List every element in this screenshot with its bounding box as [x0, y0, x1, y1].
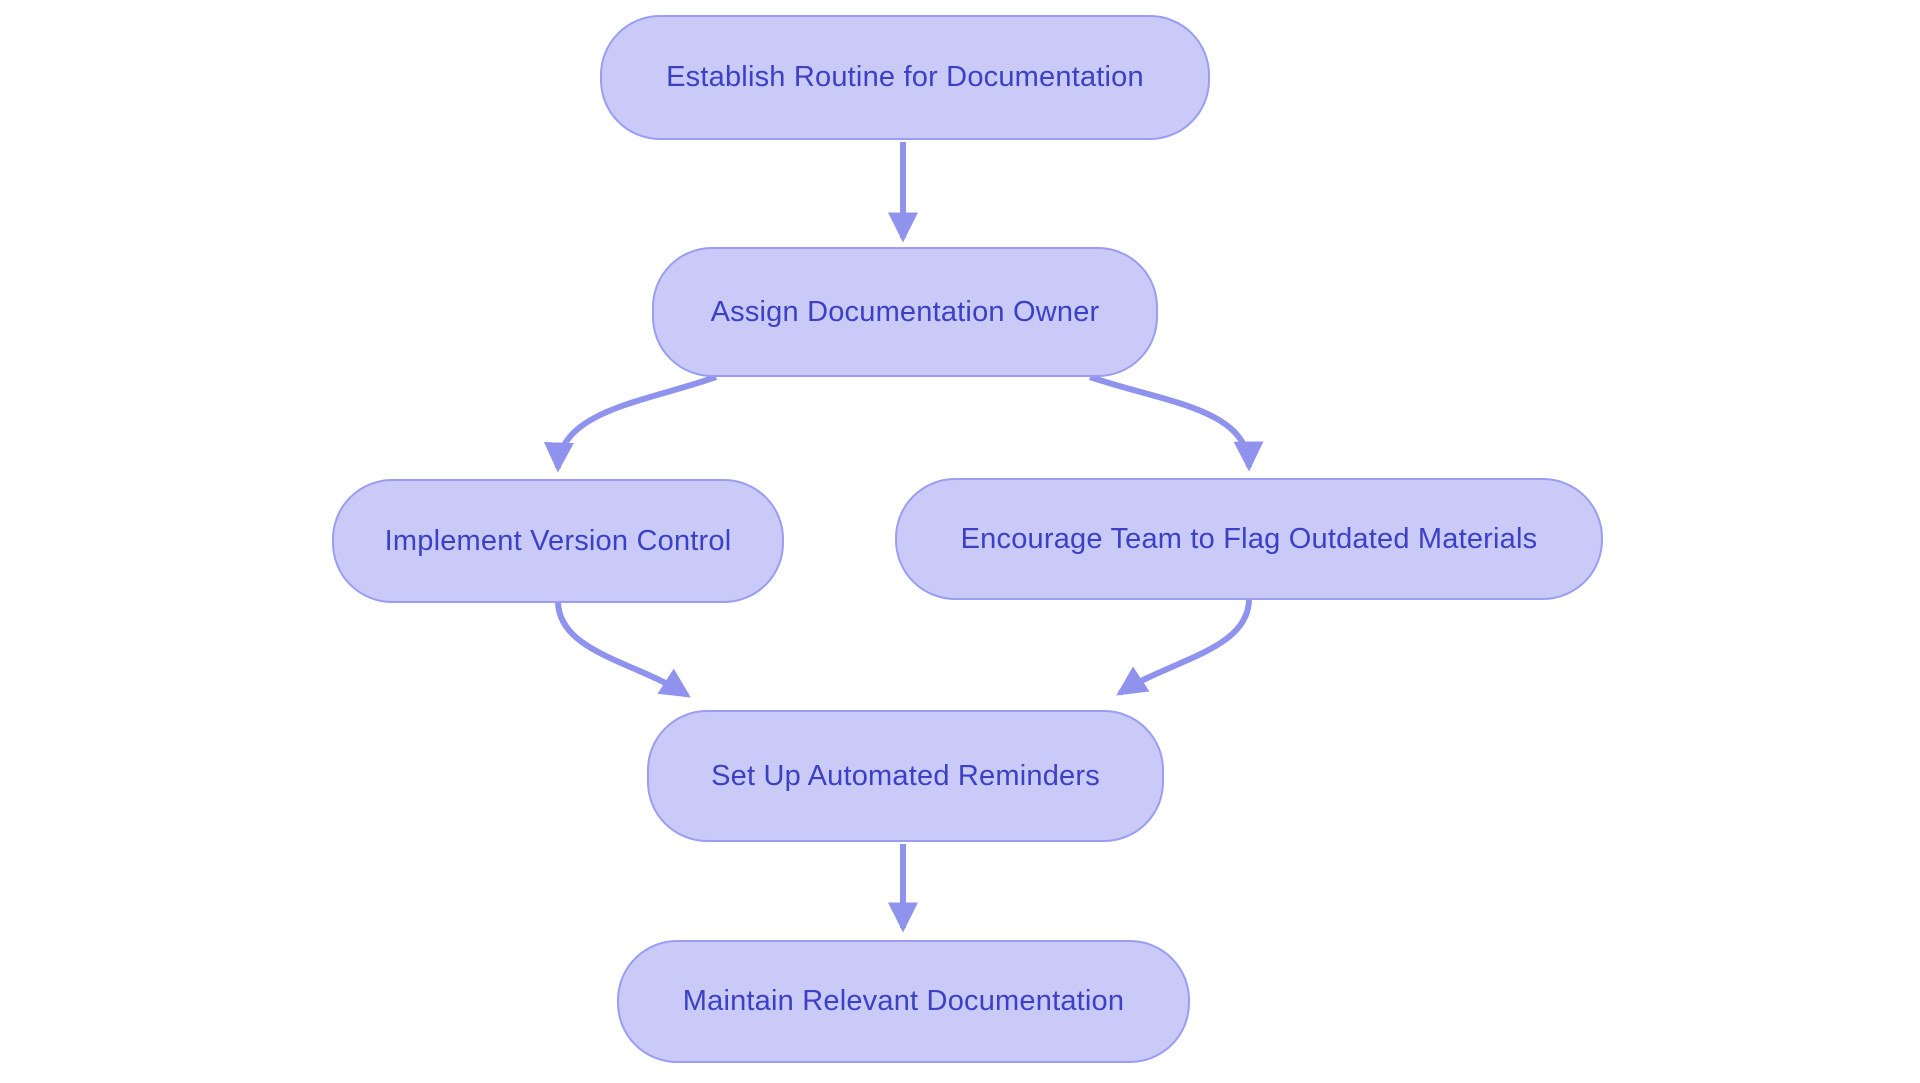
node-maintain-docs-label: Maintain Relevant Documentation: [682, 985, 1125, 1017]
edge-version-control-to-automated-reminders: [555, 600, 691, 698]
node-flag-outdated: Encourage Team to Flag Outdated Material…: [895, 478, 1603, 600]
node-assign-owner-label: Assign Documentation Owner: [710, 295, 1100, 328]
edge-assign-owner-to-version-control: [543, 374, 717, 473]
node-automated-reminders-label: Set Up Automated Reminders: [711, 759, 1100, 792]
node-establish-routine-label: Establish Routine for Documentation: [666, 61, 1144, 93]
node-assign-owner: Assign Documentation Owner: [652, 247, 1158, 377]
node-version-control-label: Implement Version Control: [384, 524, 732, 557]
node-automated-reminders: Set Up Automated Reminders: [647, 710, 1164, 842]
node-flag-outdated-label: Encourage Team to Flag Outdated Material…: [960, 522, 1538, 555]
edge-assign-owner-to-flag-outdated: [1089, 374, 1264, 472]
node-establish-routine: Establish Routine for Documentation: [600, 15, 1210, 140]
edge-flag-outdated-to-automated-reminders: [1116, 598, 1252, 696]
node-maintain-docs: Maintain Relevant Documentation: [617, 940, 1190, 1063]
node-version-control: Implement Version Control: [332, 479, 784, 603]
